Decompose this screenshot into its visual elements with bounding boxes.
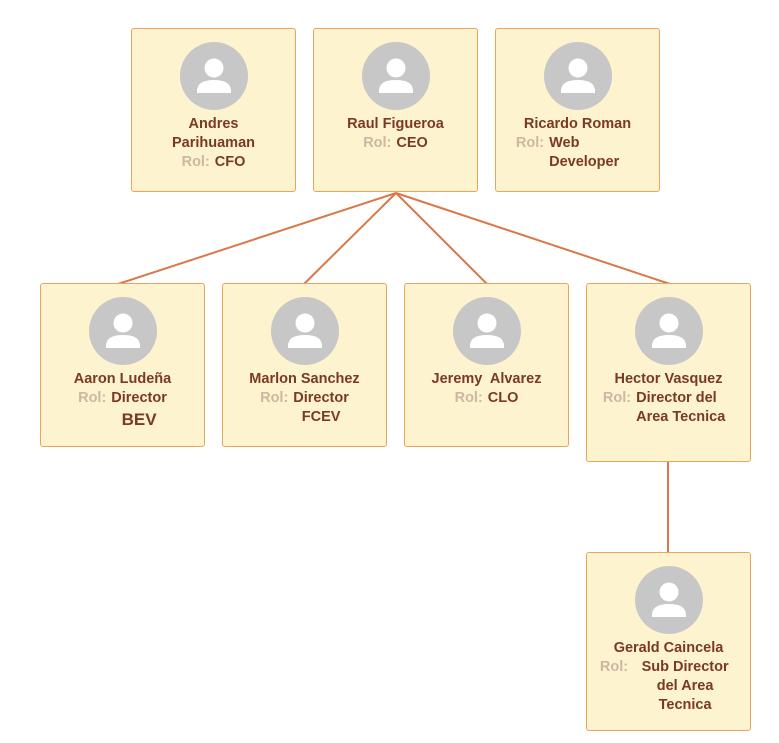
connector-raul-marlon bbox=[303, 192, 397, 285]
node-role-row: Rol: CFO bbox=[132, 153, 295, 172]
node-name: Andres Parihuaman bbox=[172, 116, 255, 151]
role-label: Rol: bbox=[602, 390, 632, 406]
org-node-aaron[interactable]: Aaron Ludeña Rol: Director BEV bbox=[40, 283, 205, 447]
org-node-andres[interactable]: Andres Parihuaman Rol: CFO bbox=[131, 28, 296, 192]
node-name: Ricardo Roman bbox=[523, 116, 632, 132]
node-name: Jeremy Alvarez bbox=[431, 371, 542, 387]
node-name: Raul Figueroa bbox=[347, 116, 444, 132]
role-value: Director del Area Tecnica bbox=[636, 390, 726, 425]
node-role-row: Rol: CLO bbox=[405, 389, 568, 408]
role-label: Rol: bbox=[181, 154, 210, 170]
role-label: Rol: bbox=[363, 135, 392, 151]
connector-raul-hector bbox=[395, 192, 671, 285]
person-placeholder-icon bbox=[634, 297, 703, 365]
node-name: Gerald Caincela bbox=[613, 640, 724, 656]
role-label: Rol: bbox=[78, 390, 107, 406]
role-value-line-1: Director bbox=[111, 390, 167, 406]
role-label: Rol: bbox=[454, 390, 483, 406]
role-value-line-2: BEV bbox=[121, 410, 157, 429]
person-placeholder-icon bbox=[88, 297, 157, 365]
role-label: Rol: bbox=[599, 659, 629, 675]
org-node-marlon[interactable]: Marlon Sanchez Rol: Director FCEV bbox=[222, 283, 387, 447]
connector-raul-jeremy bbox=[395, 192, 488, 285]
person-placeholder-icon bbox=[634, 566, 703, 634]
org-node-ricardo[interactable]: Ricardo Roman Rol: Web Developer bbox=[495, 28, 660, 192]
node-role-row: Rol: Director FCEV bbox=[223, 389, 386, 427]
role-value-line-2: FCEV bbox=[301, 409, 341, 425]
person-placeholder-icon bbox=[361, 42, 430, 110]
role-value: Web Developer bbox=[549, 135, 620, 170]
role-value: CFO bbox=[214, 154, 246, 170]
role-value: Director BEV bbox=[111, 389, 167, 431]
node-role-row: Rol: Web Developer bbox=[496, 134, 659, 172]
node-role-row: Rol: CEO bbox=[314, 134, 477, 153]
org-node-jeremy[interactable]: Jeremy Alvarez Rol: CLO bbox=[404, 283, 569, 447]
org-node-raul[interactable]: Raul Figueroa Rol: CEO bbox=[313, 28, 478, 192]
role-value: Director FCEV bbox=[293, 389, 349, 427]
node-name: Hector Vasquez bbox=[614, 371, 723, 387]
role-label: Rol: bbox=[260, 390, 289, 406]
person-placeholder-icon bbox=[452, 297, 521, 365]
connector-raul-aaron bbox=[117, 192, 397, 285]
node-role-row: Rol: Director BEV bbox=[41, 389, 204, 431]
person-placeholder-icon bbox=[543, 42, 612, 110]
role-value-line-1: Director bbox=[293, 390, 349, 406]
org-node-hector[interactable]: Hector Vasquez Rol: Director del Area Te… bbox=[586, 283, 751, 462]
role-value: CLO bbox=[487, 390, 519, 406]
node-role-row: Rol: Director del Area Tecnica bbox=[587, 389, 750, 427]
node-role-row: Rol: Sub Director del Area Tecnica bbox=[587, 658, 750, 715]
role-value: CEO bbox=[396, 135, 428, 151]
person-placeholder-icon bbox=[179, 42, 248, 110]
role-value: Sub Director del Area Tecnica bbox=[641, 659, 729, 713]
node-name: Aaron Ludeña bbox=[73, 371, 172, 387]
role-label: Rol: bbox=[515, 135, 545, 151]
person-placeholder-icon bbox=[270, 297, 339, 365]
org-node-gerald[interactable]: Gerald Caincela Rol: Sub Director del Ar… bbox=[586, 552, 751, 731]
node-name: Marlon Sanchez bbox=[249, 371, 360, 387]
